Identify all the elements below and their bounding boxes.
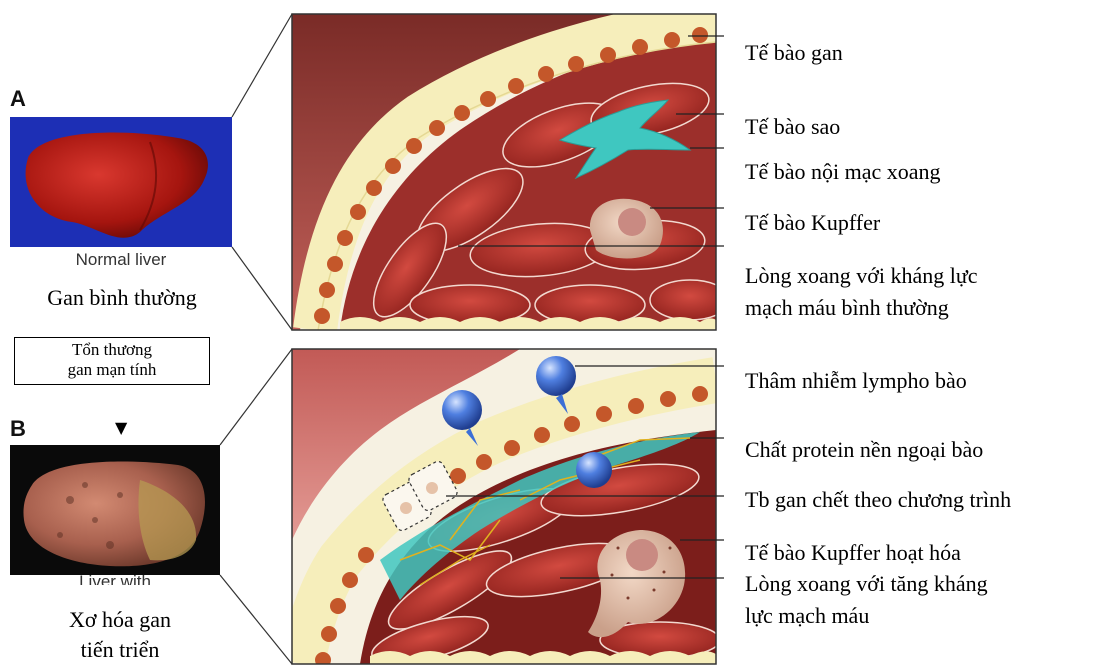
label-stellate-cell: Tế bào sao: [745, 112, 840, 142]
label-fibrotic-lumen-line1: Lòng xoang với tăng kháng: [745, 568, 988, 600]
normal-liver-photo-caption: Normal liver: [10, 250, 232, 270]
chronic-injury-line2: gan mạn tính: [15, 360, 209, 380]
label-normal-lumen-line1: Lòng xoang với kháng lực: [745, 260, 978, 292]
fibrotic-liver-photo-caption: Liver with: [10, 575, 220, 585]
fibrotic-liver-photo: [10, 445, 220, 575]
panel-b-letter: B: [10, 416, 26, 442]
chronic-injury-line1: Tổn thương: [15, 340, 209, 360]
label-fibrotic-lumen-line2: lực mạch máu: [745, 600, 988, 632]
normal-sinusoid-illustration: [292, 14, 730, 352]
zoom-lines-a: [232, 14, 292, 330]
panel-a-letter: A: [10, 86, 26, 112]
panel-b-caption-line2: tiến triển: [0, 636, 240, 664]
label-hepatocyte: Tế bào gan: [745, 38, 843, 68]
panel-b-caption-line1: Xơ hóa gan: [0, 606, 240, 634]
panel-a-caption: Gan bình thường: [0, 284, 244, 312]
label-normal-lumen-line2: mạch máu bình thường: [745, 292, 978, 324]
down-arrow-icon: ▼: [115, 418, 127, 437]
label-activated-kupffer: Tế bào Kupffer hoạt hóa: [745, 538, 961, 568]
label-extracellular-matrix: Chất protein nền ngoại bào: [745, 435, 983, 465]
label-fibrotic-lumen: Lòng xoang với tăng kháng lực mạch máu: [745, 568, 988, 632]
label-apoptotic-hepatocyte: Tb gan chết theo chương trình: [745, 485, 1011, 515]
fibrotic-sinusoid-illustration: [292, 349, 720, 668]
label-lymphocyte-infiltration: Thâm nhiễm lympho bào: [745, 366, 967, 396]
chronic-injury-box: Tổn thương gan mạn tính: [14, 337, 210, 385]
label-sinusoidal-endothelial-cell: Tế bào nội mạc xoang: [745, 157, 941, 187]
label-normal-lumen: Lòng xoang với kháng lực mạch máu bình t…: [745, 260, 978, 324]
normal-liver-photo: [10, 117, 232, 247]
label-kupffer-cell: Tế bào Kupffer: [745, 208, 880, 238]
